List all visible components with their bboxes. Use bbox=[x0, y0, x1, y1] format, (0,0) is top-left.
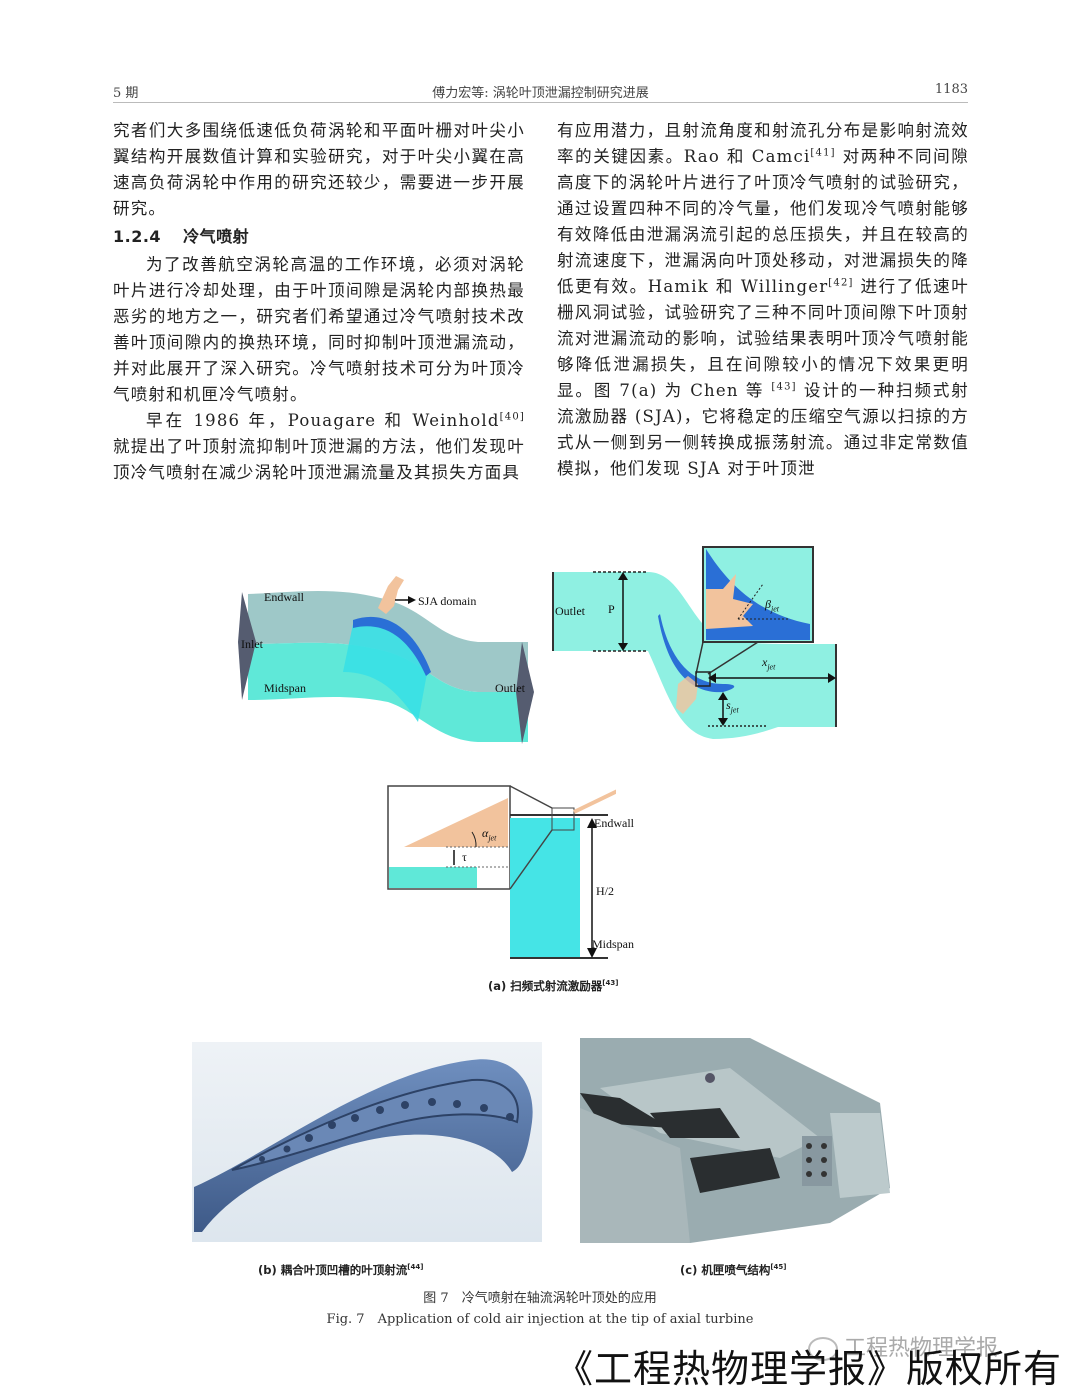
label-tau: τ bbox=[462, 850, 467, 864]
label-beta-jet: βjet bbox=[765, 597, 779, 614]
figure-a-3d-domain bbox=[238, 576, 534, 744]
label-outlet: Outlet bbox=[495, 681, 525, 695]
label-outlet: Outlet bbox=[555, 604, 585, 618]
running-header: 5 期 傅力宏等: 涡轮叶顶泄漏控制研究进展 1183 bbox=[113, 80, 968, 103]
citation[interactable]: [43] bbox=[771, 381, 797, 393]
paragraph: 早在 1986 年，Pouagare 和 Weinhold[40] 就提出了叶顶… bbox=[113, 411, 525, 482]
label-x-jet: xjet bbox=[762, 655, 776, 672]
copyright-watermark: 《工程热物理学报》版权所有 bbox=[555, 1347, 1063, 1391]
right-column: 有应用潜力，且射流角度和射流孔分布是影响射流效率的关键因素。Rao 和 Camc… bbox=[557, 118, 969, 482]
figure-caption-cn: 图 7 冷气喷射在轴流涡轮叶顶处的应用 bbox=[423, 1291, 657, 1306]
section-number: 1.2.4 bbox=[113, 227, 162, 246]
label-endwall: Endwall bbox=[594, 816, 634, 830]
label-midspan: Midspan bbox=[592, 937, 634, 951]
label-half-height: H/2 bbox=[596, 884, 614, 898]
label-inlet: Inlet bbox=[241, 637, 263, 651]
figure-c-casing-image bbox=[580, 1038, 900, 1243]
figure-a-section-view bbox=[387, 785, 616, 959]
issue-number: 5 期 bbox=[113, 86, 139, 101]
label-sja-domain: SJA domain bbox=[418, 594, 477, 608]
citation[interactable]: [40] bbox=[499, 411, 525, 423]
left-column: 究者们大多围绕低速低负荷涡轮和平面叶栅对叶尖小翼结构开展数值计算和实验研究，对于… bbox=[113, 118, 525, 486]
paragraph: 究者们大多围绕低速低负荷涡轮和平面叶栅对叶尖小翼结构开展数值计算和实验研究，对于… bbox=[113, 121, 525, 218]
section-heading: 1.2.4 冷气喷射 bbox=[113, 224, 525, 250]
citation[interactable]: [42] bbox=[828, 277, 854, 289]
caption-b: (b) 耦合叶顶凹槽的叶顶射流[44] bbox=[258, 1263, 424, 1277]
figure-a-plan-view bbox=[552, 546, 837, 739]
paragraph: 有应用潜力，且射流角度和射流孔分布是影响射流效率的关键因素。Rao 和 Camc… bbox=[557, 121, 969, 478]
label-midspan: Midspan bbox=[264, 681, 306, 695]
label-alpha-jet: αjet bbox=[482, 826, 497, 843]
paragraph: 为了改善航空涡轮高温的工作环境，必须对涡轮叶片进行冷却处理，由于叶顶间隙是涡轮内… bbox=[113, 255, 525, 404]
running-title: 傅力宏等: 涡轮叶顶泄漏控制研究进展 bbox=[432, 86, 649, 101]
figure-caption-en: Fig. 7 Application of cold air injection… bbox=[326, 1312, 754, 1327]
wechat-watermark: 工程热物理学报 bbox=[808, 1330, 998, 1362]
caption-a: (a) 扫频式射流激励器[43] bbox=[488, 979, 619, 993]
citation[interactable]: [41] bbox=[810, 147, 836, 159]
figure-b-blade-tip-image bbox=[192, 1042, 542, 1242]
page-number: 1183 bbox=[934, 82, 968, 97]
label-endwall: Endwall bbox=[264, 590, 304, 604]
caption-c: (c) 机匣喷气结构[45] bbox=[680, 1263, 787, 1277]
label-s-jet: sjet bbox=[726, 698, 739, 715]
section-title: 冷气喷射 bbox=[183, 227, 250, 246]
label-pitch: P bbox=[608, 602, 615, 616]
wechat-icon bbox=[808, 1337, 838, 1361]
